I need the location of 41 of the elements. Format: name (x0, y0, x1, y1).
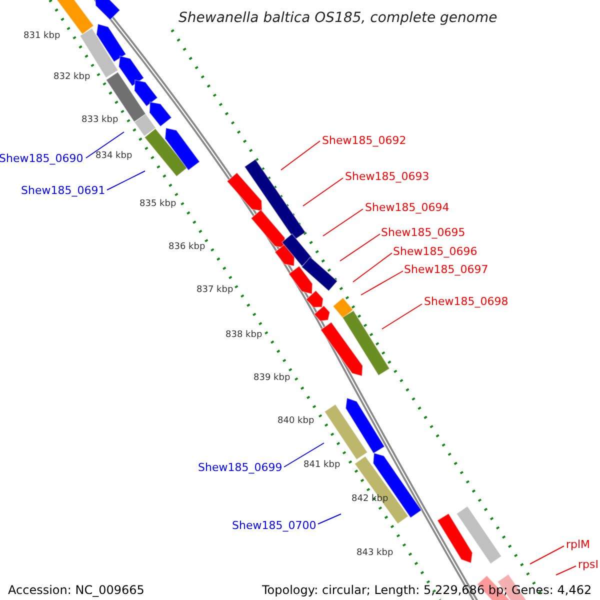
scale-label: 841 kbp (304, 460, 340, 470)
title: Shewanella baltica OS185, complete genome (178, 11, 498, 25)
scale-label: 831 kbp (24, 32, 60, 40)
gene-label: Shew185_0695 (381, 226, 466, 238)
scale-label: 832 kbp (54, 72, 90, 82)
gene-label: Shew185_0700 (232, 520, 316, 530)
gene-label: Shew185_0699 (198, 462, 282, 472)
leader-line (556, 566, 576, 576)
scale-label: 840 kbp (278, 416, 314, 426)
leader-line (352, 252, 392, 282)
gene-label: Shew185_0697 (404, 264, 488, 274)
genome-info-text: Topology: circular; Length: 5,229,686 bp; Genes: 4,462 (262, 584, 592, 596)
leader-line (318, 514, 342, 524)
leader-line (106, 170, 146, 190)
gene-label: Shew185_0698 (424, 296, 508, 306)
leader-line (302, 178, 344, 206)
gene-label: rplM (566, 538, 590, 550)
leader-line (360, 270, 404, 296)
scale-label: 839 kbp (254, 374, 290, 382)
gene-label: rpsI (578, 558, 598, 570)
scale-label: 836 kbp (168, 242, 206, 252)
gene-label: Shew185_0693 (345, 170, 430, 182)
leader-line (340, 234, 380, 262)
scale-label: 838 kbp (226, 330, 262, 340)
gene-label: Shew185_0692 (322, 134, 406, 146)
leader-line (280, 140, 320, 170)
scale-label: 834 kbp (96, 152, 132, 160)
accession-text: Accession: NC_009665 (8, 584, 144, 596)
scale-label: 835 kbp (140, 200, 176, 208)
gene-label: Shew185_0690 (0, 152, 84, 164)
scale-label: 843 kbp (356, 548, 394, 558)
gene-label: Shew185_0691 (21, 184, 106, 196)
leader-line (322, 208, 364, 236)
leader-line (382, 304, 422, 330)
gene-label: Shew185_0694 (365, 202, 450, 212)
leader-line (284, 442, 324, 468)
scale-label: 837 kbp (196, 286, 234, 294)
scale-label: 833 kbp (82, 116, 118, 124)
gene-label: Shew185_0696 (393, 246, 478, 256)
leader-line (530, 546, 564, 564)
leader-line (86, 132, 124, 158)
